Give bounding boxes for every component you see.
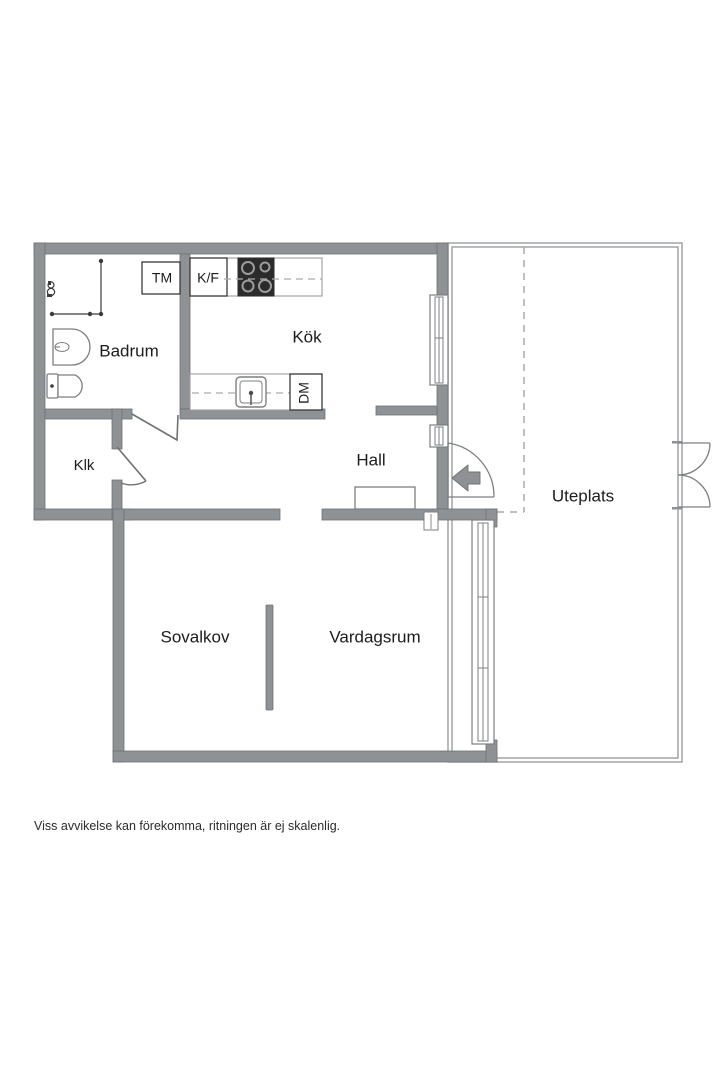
washbasin-icon [52,328,91,366]
kitchen-sink [235,376,267,408]
wall-klk-right-upper [111,408,123,450]
shower-mixer-icon [46,281,56,297]
wall-right-upper [436,242,449,296]
hall-lower-window [423,511,439,531]
appliance-label-tm: TM [152,270,172,286]
hall-window [429,424,449,448]
wall-left-lower [112,508,125,763]
wall-left [33,242,46,521]
wall-vardagsrum-top [321,508,498,521]
room-label-uteplats: Uteplats [552,486,614,505]
hall-bench [354,486,416,510]
kitchen-fittings [141,257,323,411]
stove-cooktop [237,257,275,297]
room-label-vardagsrum: Vardagsrum [329,627,420,646]
wall-right-mid [436,384,449,426]
room-label-hall: Hall [356,450,385,469]
terrace-double-gate[interactable] [672,441,711,510]
room-label-klk: Klk [74,457,95,474]
bathroom-fixtures [46,258,104,399]
wall-right-lower [436,444,449,513]
appliance-label-dm: DM [296,382,312,404]
wall-hall-stub [375,405,438,416]
dishwasher-box [289,373,323,411]
room-label-sovalkov: Sovalkov [161,627,230,646]
toilet-icon [46,373,83,399]
wall-top [33,242,449,255]
room-label-kok: Kök [292,327,322,346]
apartment-walls [33,242,498,763]
plan-caption: Viss avvikelse kan förekomma, ritningen … [34,819,340,833]
fridge-freezer-box [189,257,228,297]
washing-machine-box [141,261,181,295]
wall-sovalkov-top [121,508,281,521]
entry-direction-arrow [451,464,481,492]
living-room-sliding-door [471,519,495,745]
appliance-label-kf: K/F [197,270,219,286]
room-label-badrum: Badrum [99,341,159,360]
closet-door[interactable] [116,446,147,486]
wall-bottom [112,750,498,763]
wall-badrum-kok [179,253,191,410]
bathroom-door[interactable] [131,413,179,442]
entrance-door[interactable] [447,442,495,498]
kitchen-window [429,294,449,386]
room-divider-wall [265,604,274,711]
